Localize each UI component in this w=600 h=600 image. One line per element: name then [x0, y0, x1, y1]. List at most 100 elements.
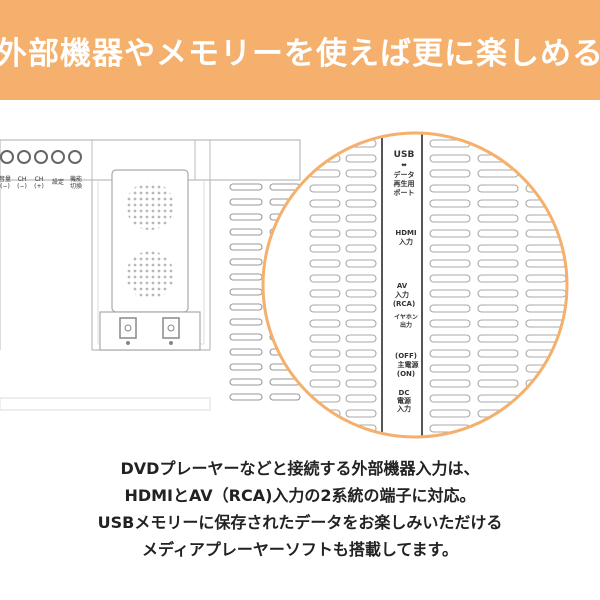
vent-slot [525, 394, 567, 403]
usb-sub3: ポート [394, 188, 415, 197]
vent-slot [345, 394, 377, 403]
vent-slot [429, 229, 471, 238]
vent-slot [229, 318, 263, 326]
vent-slot [309, 139, 341, 148]
button-icon [17, 150, 31, 164]
highlight-ring [261, 131, 569, 439]
vent-slot [345, 304, 377, 313]
power-main-label: 主電源 [398, 360, 419, 369]
button-icon [0, 150, 14, 164]
hdmi-label: HDMI [395, 229, 416, 237]
vent-slot [229, 363, 263, 371]
vent-slot [477, 379, 519, 388]
caption-block: DVDプレーヤーなどと接続する外部機器入力は、 HDMIとAV（RCA)入力の2… [0, 455, 600, 563]
av-sub: 入力 [394, 290, 409, 299]
dc-label: DC [399, 389, 410, 397]
vent-slot [477, 214, 519, 223]
vent-slot [429, 319, 471, 328]
vent-slot [309, 199, 341, 208]
vent-slot [309, 349, 341, 358]
vent-slot [477, 259, 519, 268]
vent-slot [309, 334, 341, 343]
header-title: 外部機器やメモリーを使えば更に楽しめる [0, 35, 600, 72]
vent-slot [477, 244, 519, 253]
speaker-grille-icon [126, 182, 174, 230]
vent-slot [477, 289, 519, 298]
vent-slot [477, 364, 519, 373]
caption-line-4: メディアプレーヤーソフトも搭載してます。 [141, 540, 458, 559]
dc-sub2: 入力 [396, 404, 411, 413]
label-function2: 切換 [70, 182, 82, 190]
vent-slot [345, 349, 377, 358]
vent-slot [429, 364, 471, 373]
vent-slot [477, 199, 519, 208]
vent-slot [309, 229, 341, 238]
vent-slot [309, 379, 341, 388]
vent-slot [429, 304, 471, 313]
bracket-icon [119, 317, 137, 339]
vent-slot [429, 334, 471, 343]
port-labels: USB ⬌ データ 再生用 ポート HDMI 入力 AV 入力 (RCA) イヤ… [393, 150, 419, 413]
vent-slot [477, 274, 519, 283]
vent-slot [429, 409, 471, 418]
label-vol: 音量 [0, 175, 11, 183]
vent-slot [345, 289, 377, 298]
vent-slot [429, 214, 471, 223]
vent-slot [309, 184, 341, 193]
vent-slot [345, 229, 377, 238]
vent-slot [345, 214, 377, 223]
vent-slot [345, 409, 377, 418]
vent-slot [525, 154, 567, 163]
vent-slot [525, 169, 567, 178]
vent-slot [345, 259, 377, 268]
label-vol-sign: (−) [0, 183, 10, 190]
vent-slot [477, 349, 519, 358]
vent-slot [525, 424, 567, 433]
speaker-grille-icon [126, 251, 174, 299]
vent-slot [345, 274, 377, 283]
vent-slot [229, 393, 263, 401]
vent-slot [229, 273, 263, 281]
vent-slot [345, 319, 377, 328]
vent-slot [345, 199, 377, 208]
button-icon [68, 150, 82, 164]
vent-slot [309, 259, 341, 268]
vent-slot [477, 304, 519, 313]
vent-slot [477, 334, 519, 343]
vent-slot [525, 139, 567, 148]
vent-slot [429, 199, 471, 208]
vent-slot [229, 183, 263, 191]
vent-slot [477, 139, 519, 148]
vent-slot [477, 319, 519, 328]
vent-slot [429, 349, 471, 358]
label-function: 機能 [70, 175, 82, 183]
usb-symbol-icon: ⬌ [401, 161, 407, 169]
vent-slot [309, 289, 341, 298]
vent-slot [345, 379, 377, 388]
caption-line-3: USBメモリーに保存されたデータをお楽しみいただける [97, 513, 503, 532]
vent-slot [309, 319, 341, 328]
vent-slot [229, 288, 263, 296]
vent-slot [229, 243, 263, 251]
vent-slot [309, 244, 341, 253]
power-off-label: (OFF) [395, 352, 417, 360]
vent-slot [345, 154, 377, 163]
magnifier-circle [261, 131, 569, 439]
vent-slot [429, 379, 471, 388]
vent-slot [229, 198, 263, 206]
vent-slot [309, 364, 341, 373]
vent-slot [525, 409, 567, 418]
vent-slot [429, 274, 471, 283]
vent-slot [229, 378, 263, 386]
vent-slot [429, 289, 471, 298]
button-icon [34, 150, 48, 164]
vent-slot [309, 304, 341, 313]
vent-slot [429, 259, 471, 268]
vent-slot [477, 424, 519, 433]
vent-slot [229, 333, 263, 341]
vent-slot [229, 303, 263, 311]
header-banner: 外部機器やメモリーを使えば更に楽しめる [0, 0, 600, 100]
vent-slot [429, 169, 471, 178]
label-ch-plus: CH [35, 176, 44, 183]
earphone-sub: 出力 [400, 321, 412, 329]
